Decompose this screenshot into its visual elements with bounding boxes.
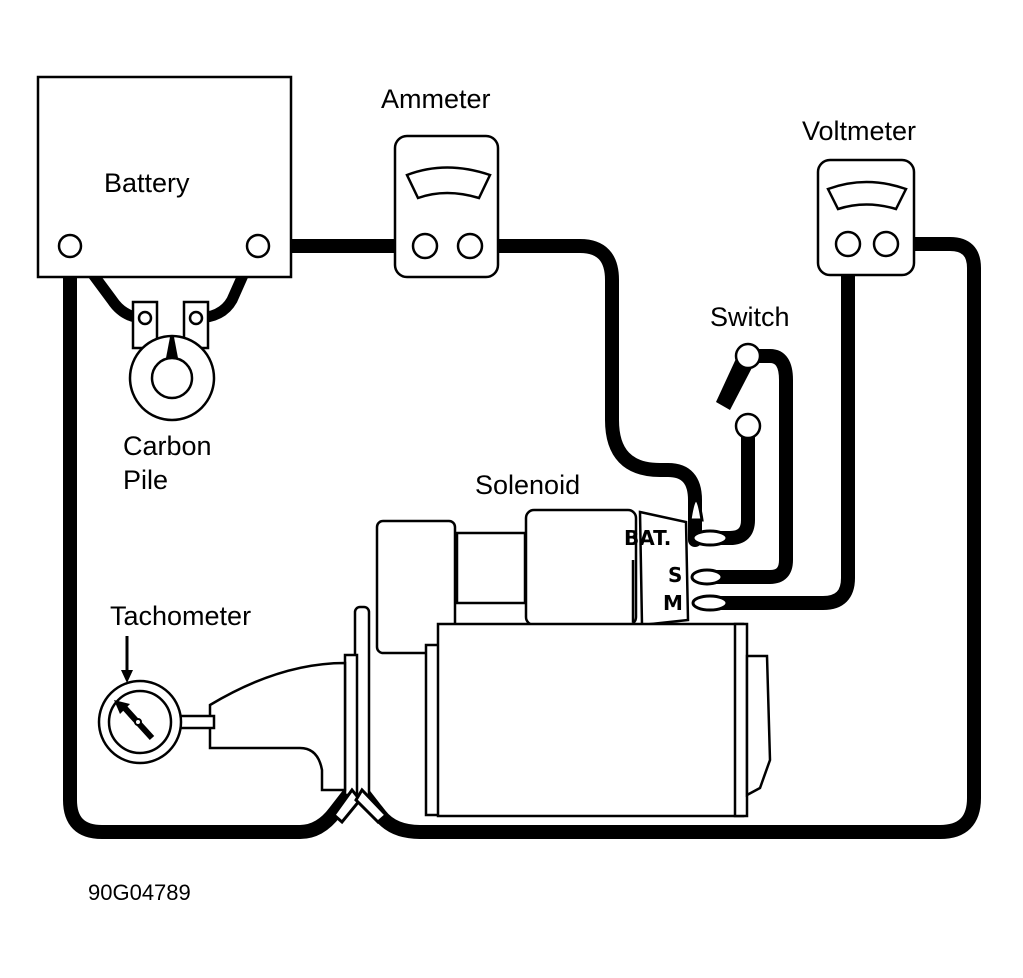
solenoid-body	[524, 508, 638, 627]
battery-negative-post[interactable]	[57, 233, 83, 259]
motor-rear-band	[733, 622, 749, 818]
voltmeter-left-post[interactable]	[834, 230, 862, 258]
battery-label: Battery	[104, 168, 190, 198]
drive-housing-upper	[375, 519, 457, 655]
wire-ammeter-to-solenoid-bat	[463, 239, 702, 547]
carbon-pile-label-line1: Carbon	[123, 431, 212, 461]
ammeter-dial-icon	[405, 166, 492, 200]
battery-positive-post[interactable]	[245, 233, 271, 259]
switch-label: Switch	[710, 302, 790, 332]
remote-switch: Switch	[710, 302, 790, 440]
solenoid-neck	[455, 531, 527, 605]
wire-voltmeter-to-solenoid-m	[708, 237, 855, 610]
carbon-pile-pointer	[166, 337, 178, 358]
ammeter-case	[393, 134, 500, 279]
solenoid-label: Solenoid	[475, 470, 580, 500]
ammeter-label: Ammeter	[381, 84, 491, 114]
wire-ground-to-voltmeter	[355, 237, 981, 839]
terminal-m-label: M	[663, 591, 683, 615]
carbon-pile-label-line2: Pile	[123, 465, 168, 495]
carbon-pile: Carbon Pile	[123, 300, 216, 495]
voltmeter-dial-icon	[826, 180, 908, 211]
clip-m[interactable]	[691, 594, 729, 612]
wire-battery-negative-to-ground	[63, 241, 359, 839]
voltmeter-label: Voltmeter	[802, 116, 916, 146]
wires	[63, 237, 981, 839]
ground-clamp[interactable]	[331, 787, 389, 825]
tachometer-arrow-head	[121, 670, 133, 683]
terminal-bat-label: BAT.	[624, 526, 671, 550]
carbon-pile-right-clamp	[188, 310, 204, 326]
switch-contact-terminal	[734, 412, 762, 440]
motor-end-cap	[745, 654, 772, 798]
figure-code: 90G04789	[88, 880, 191, 905]
terminal-s-label: S	[668, 563, 682, 587]
tachometer-hub	[134, 718, 142, 726]
voltmeter-case	[816, 158, 916, 277]
carbon-pile-left-clamp	[137, 310, 153, 326]
wire-switch-to-solenoid-bat	[708, 419, 755, 545]
switch-pivot-terminal	[734, 342, 762, 370]
motor-frame	[436, 622, 745, 818]
nose-housing	[208, 661, 347, 792]
tachometer-needle-tip	[114, 700, 130, 714]
clip-s[interactable]	[690, 568, 724, 586]
battery: Battery	[36, 75, 293, 279]
ground-clamp-jaw-right	[354, 787, 389, 825]
ammeter-right-post[interactable]	[456, 232, 484, 260]
voltmeter: Voltmeter	[802, 116, 916, 277]
wire-switch-to-solenoid-s	[708, 349, 793, 584]
solenoid-terminal-cap	[638, 510, 690, 627]
tachometer-probe-shaft	[176, 714, 216, 730]
voltmeter-right-post[interactable]	[872, 230, 900, 258]
carbon-pile-knob[interactable]	[150, 356, 194, 400]
tachometer: Tachometer	[97, 601, 251, 765]
mounting-flange-inner	[343, 653, 359, 797]
starter-assembly: Solenoid BAT. S M	[208, 470, 772, 818]
bat-cable-boot	[688, 498, 704, 522]
clip-bat[interactable]	[691, 529, 729, 547]
ammeter: Ammeter	[381, 84, 500, 279]
ammeter-left-post[interactable]	[411, 232, 439, 260]
tachometer-label: Tachometer	[110, 601, 251, 631]
